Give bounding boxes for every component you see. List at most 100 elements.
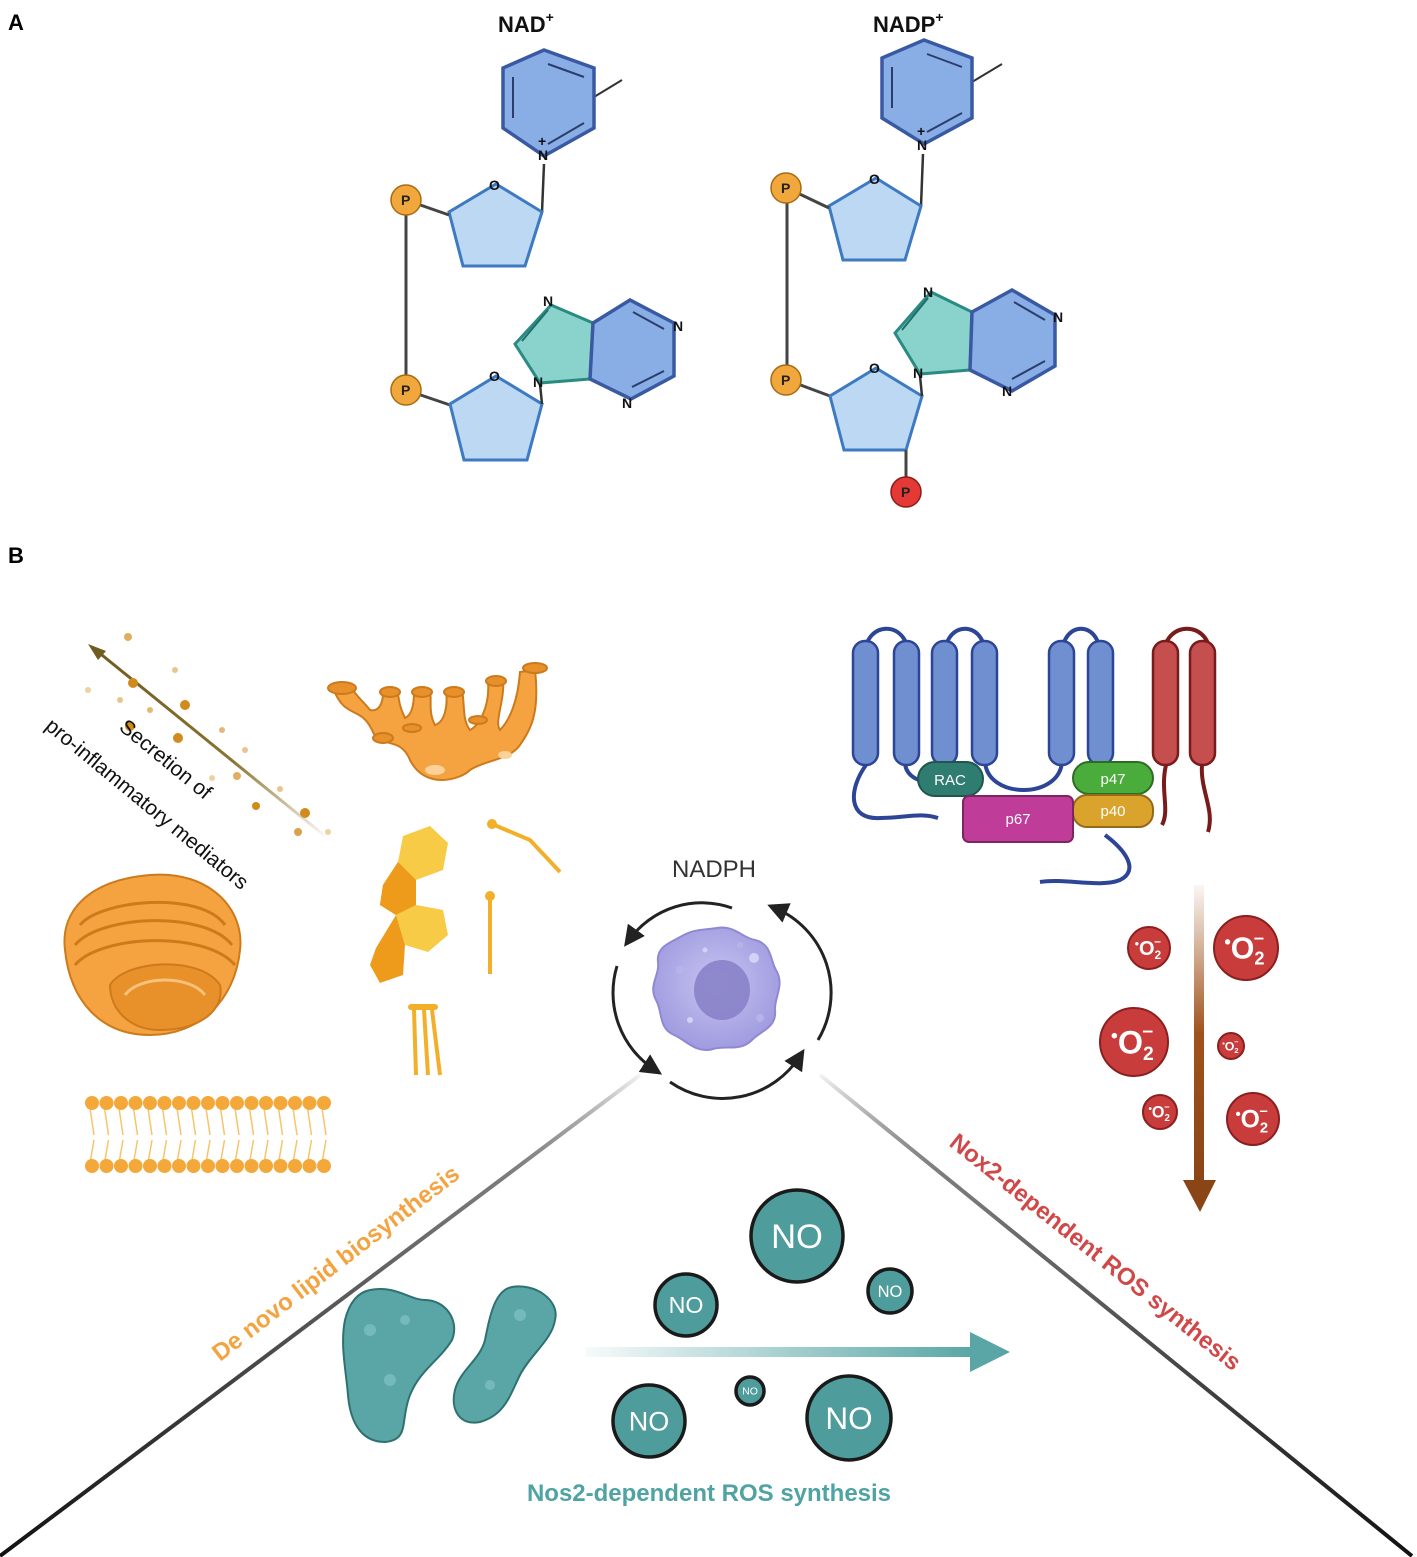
panel-b-letter: B <box>8 543 24 568</box>
svg-text:RAC: RAC <box>934 772 966 789</box>
lipid-bilayer-icon <box>85 1096 331 1173</box>
svg-text:P: P <box>781 372 790 388</box>
nadp-extra-phosphate <box>890 476 922 508</box>
nad-purine-n1: N <box>673 318 683 334</box>
cycle-arrow-left <box>611 965 663 1075</box>
svg-text:p47: p47 <box>1100 771 1125 788</box>
nad-phosphate-1 <box>390 184 422 216</box>
nad-imidazole-ring <box>513 303 595 385</box>
no-bubbles: NO NO NO NO NO NO <box>611 1188 914 1462</box>
nad-title: NAD+ <box>498 9 554 37</box>
panel-a: A NAD+ N + O P P <box>8 9 1063 508</box>
nadp-purine-n7: N <box>923 284 933 300</box>
nadp-imidazole-ring <box>893 290 974 376</box>
svg-text:p40: p40 <box>1100 803 1125 820</box>
superoxide-label: •O2– <box>1111 1020 1154 1065</box>
superoxide-bubble <box>1217 1032 1245 1060</box>
nadp-lower-ribose-o: O <box>869 360 880 376</box>
nad-phosphate-2 <box>390 374 422 406</box>
nad-upper-ribose-o: O <box>489 177 500 193</box>
cycle-arrow-bottom <box>669 1048 805 1100</box>
nad-pyrimidine-ring <box>588 297 676 401</box>
macrophage-icon <box>652 926 781 1052</box>
superoxide-bubble <box>1142 1094 1178 1130</box>
no-bubble <box>734 1375 766 1407</box>
nadp-upper-ribose-o: O <box>869 171 880 187</box>
nadp-pyridine-plus: + <box>917 123 925 139</box>
fatty-acid-icon <box>485 819 562 974</box>
no-bubble <box>611 1383 687 1459</box>
nadp-molecule: NADP+ N + O P P O P <box>770 9 1063 508</box>
no-label: NO <box>771 1218 823 1256</box>
superoxide-label: •O2– <box>1222 1037 1238 1055</box>
nos2-quadrant: NO NO NO NO NO NO Nos2-dependent ROS synthesi… <box>342 1188 1010 1507</box>
nadp-purine-n9: N <box>913 365 923 381</box>
no-bubble <box>866 1267 914 1315</box>
nad-upper-ribose <box>447 182 544 268</box>
nadp-title: NADP+ <box>873 9 944 37</box>
nadp-pyridine-n: N <box>917 137 927 153</box>
superoxide-label: •O2– <box>1135 934 1162 962</box>
no-label: NO <box>825 1400 872 1436</box>
nad-purine-n7: N <box>543 293 553 309</box>
nad-molecule: NAD+ N + O P P O <box>390 9 683 462</box>
nox2-complex-icon: RAC p47 p40 p67 <box>851 626 1217 886</box>
superoxide-label: •O2– <box>1235 1103 1268 1136</box>
nad-methyl-bond <box>593 79 623 98</box>
svg-text:P: P <box>401 192 410 208</box>
svg-text:P: P <box>781 180 790 196</box>
nox2-quadrant: RAC p47 p40 p67 •O2–•O2–•O2–•O2–•O2–•O2–… <box>851 626 1280 1376</box>
no-bubble <box>805 1374 893 1462</box>
no-label: NO <box>669 1292 704 1318</box>
nadp-upper-ribose <box>827 176 923 262</box>
nad-purine-n9: N <box>533 374 543 390</box>
nadph-label: NADPH <box>672 856 756 883</box>
golgi-icon <box>63 873 242 1037</box>
superoxide-bubble <box>1127 926 1171 970</box>
cycle-arrow-top-left <box>624 901 733 947</box>
superoxide-label: •O2– <box>1224 926 1264 968</box>
endoplasmic-reticulum-icon <box>327 662 548 781</box>
panel-b: B NADPH <box>0 543 1414 1557</box>
phospholipid-icon <box>408 1004 442 1076</box>
rac-subunit <box>917 761 984 797</box>
no-arrow <box>585 1347 973 1357</box>
nad-lower-ribose <box>448 374 544 462</box>
no-bubble <box>749 1188 845 1284</box>
nad-lower-ribose-o: O <box>489 368 500 384</box>
nadp-purine-n1: N <box>1053 309 1063 325</box>
left-divider-line <box>0 1073 642 1557</box>
secretion-particles <box>85 633 331 836</box>
cycle-arrow-right <box>767 903 833 1041</box>
nad-pyridine-n: N <box>538 147 548 163</box>
superoxide-bubbles: •O2–•O2–•O2–•O2–•O2–•O2– <box>1099 915 1280 1146</box>
lipid-quadrant: Secretion of pro-inflammatory mediators <box>41 633 562 1367</box>
svg-text:P: P <box>901 484 910 500</box>
nad-pyridine-plus: + <box>538 133 546 149</box>
no-label: NO <box>742 1386 758 1398</box>
nadp-purine-n3: N <box>1002 383 1012 399</box>
superoxide-arrow <box>1194 885 1204 1183</box>
nadp-pyridine-ring <box>880 38 974 147</box>
nadp-phosphate-1 <box>770 172 802 204</box>
nadp-phosphate-2 <box>770 364 802 396</box>
no-bubble <box>653 1272 719 1338</box>
svg-text:P: P <box>401 382 410 398</box>
svg-text:p67: p67 <box>1005 811 1030 828</box>
panel-a-letter: A <box>8 10 24 35</box>
nos2-axis-label: Nos2-dependent ROS synthesis <box>527 1480 891 1507</box>
superoxide-bubble <box>1226 1092 1280 1146</box>
no-label: NO <box>878 1283 903 1301</box>
nadp-pyrimidine-ring <box>968 287 1057 393</box>
nos2-enzyme-icon <box>342 1285 557 1444</box>
superoxide-bubble <box>1213 915 1279 981</box>
steroid-icon <box>370 826 448 983</box>
nadph-center: NADPH <box>611 856 833 1100</box>
nad-pyridine-ring <box>501 48 596 159</box>
right-divider-line <box>818 1073 1414 1557</box>
nad-purine-n3: N <box>622 395 632 411</box>
superoxide-bubble <box>1099 1007 1169 1077</box>
p67-subunit <box>962 795 1074 843</box>
no-label: NO <box>629 1406 670 1436</box>
